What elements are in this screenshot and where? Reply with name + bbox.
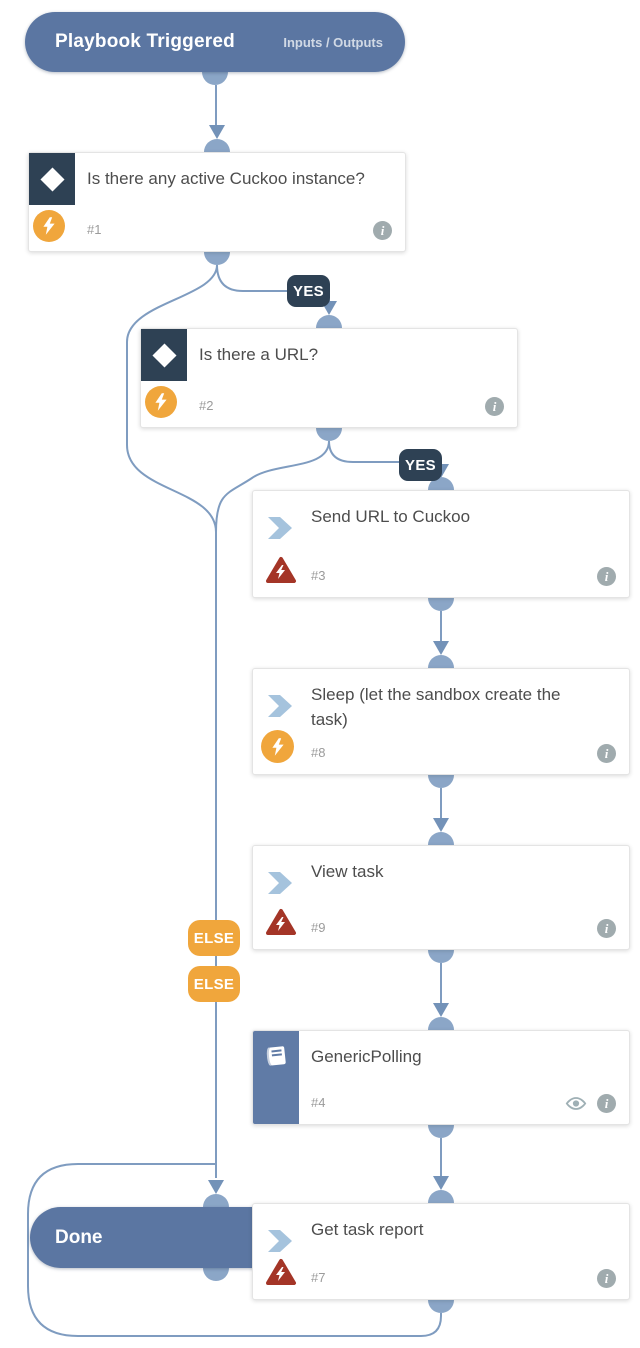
- wire-1-else-to-done: [126, 264, 218, 1178]
- lightning-circle-icon: [261, 730, 294, 763]
- playbook-trigger-title: Playbook Triggered: [55, 31, 235, 52]
- task-number: #8: [311, 745, 326, 760]
- info-icon[interactable]: i: [597, 1269, 616, 1288]
- condition-icon: [141, 329, 187, 381]
- task-card-send-url[interactable]: Send URL to Cuckoo #3 i: [252, 490, 630, 598]
- branch-badge-yes: YES: [399, 449, 442, 481]
- task-number: #1: [87, 222, 102, 237]
- lightning-circle-icon: [145, 386, 177, 418]
- info-icon[interactable]: i: [597, 744, 616, 763]
- chevron-right-icon: [268, 872, 292, 894]
- task-card-get-task-report[interactable]: Get task report #7 i: [252, 1203, 630, 1300]
- task-card-condition-2[interactable]: Is there a URL? #2 i: [140, 328, 518, 428]
- task-number: #7: [311, 1270, 326, 1285]
- task-card-sleep[interactable]: Sleep (let the sandbox create the task) …: [252, 668, 630, 775]
- task-title: Sleep (let the sandbox create the task): [311, 685, 561, 729]
- task-number: #2: [199, 398, 214, 413]
- playbook-sidebar: [253, 1031, 299, 1124]
- chevron-right-icon: [268, 517, 292, 539]
- diamond-icon: [151, 342, 177, 368]
- info-icon[interactable]: i: [597, 567, 616, 586]
- task-title: Get task report: [311, 1220, 424, 1239]
- automation-triangle-icon: [266, 909, 296, 935]
- task-card-condition-1[interactable]: Is there any active Cuckoo instance? #1 …: [28, 152, 406, 252]
- branch-badge-yes: YES: [287, 275, 330, 307]
- task-title: Send URL to Cuckoo: [311, 507, 471, 526]
- info-icon[interactable]: i: [373, 221, 392, 240]
- book-icon: [266, 1046, 286, 1066]
- condition-icon: [29, 153, 75, 205]
- task-card-genericpolling[interactable]: GenericPolling #4 i: [252, 1030, 630, 1125]
- automation-triangle-icon: [266, 557, 296, 583]
- task-title: Is there a URL?: [199, 345, 319, 364]
- chevron-right-icon: [268, 695, 292, 717]
- playbook-trigger-node[interactable]: Playbook Triggered Inputs / Outputs: [25, 12, 405, 72]
- wire-2-else-merge: [215, 440, 330, 533]
- branch-badge-else: ELSE: [188, 966, 240, 1002]
- wire-7-loop-to-done: [27, 1163, 442, 1337]
- task-title: Is there any active Cuckoo instance?: [87, 169, 365, 188]
- task-number: #3: [311, 568, 326, 583]
- task-number: #9: [311, 920, 326, 935]
- info-icon[interactable]: i: [485, 397, 504, 416]
- task-card-view-task[interactable]: View task #9 i: [252, 845, 630, 950]
- task-title: View task: [311, 862, 384, 881]
- info-icon[interactable]: i: [597, 919, 616, 938]
- chevron-right-icon: [268, 1230, 292, 1252]
- lightning-circle-icon: [33, 210, 65, 242]
- done-title: Done: [55, 1226, 103, 1248]
- automation-triangle-icon: [266, 1259, 296, 1285]
- diamond-icon: [39, 166, 65, 192]
- task-title: GenericPolling: [311, 1047, 422, 1066]
- info-icon[interactable]: i: [597, 1094, 616, 1113]
- task-number: #4: [311, 1095, 326, 1110]
- eye-icon[interactable]: [565, 1094, 587, 1113]
- inputs-outputs-button[interactable]: Inputs / Outputs: [283, 34, 383, 50]
- branch-badge-else: ELSE: [188, 920, 240, 956]
